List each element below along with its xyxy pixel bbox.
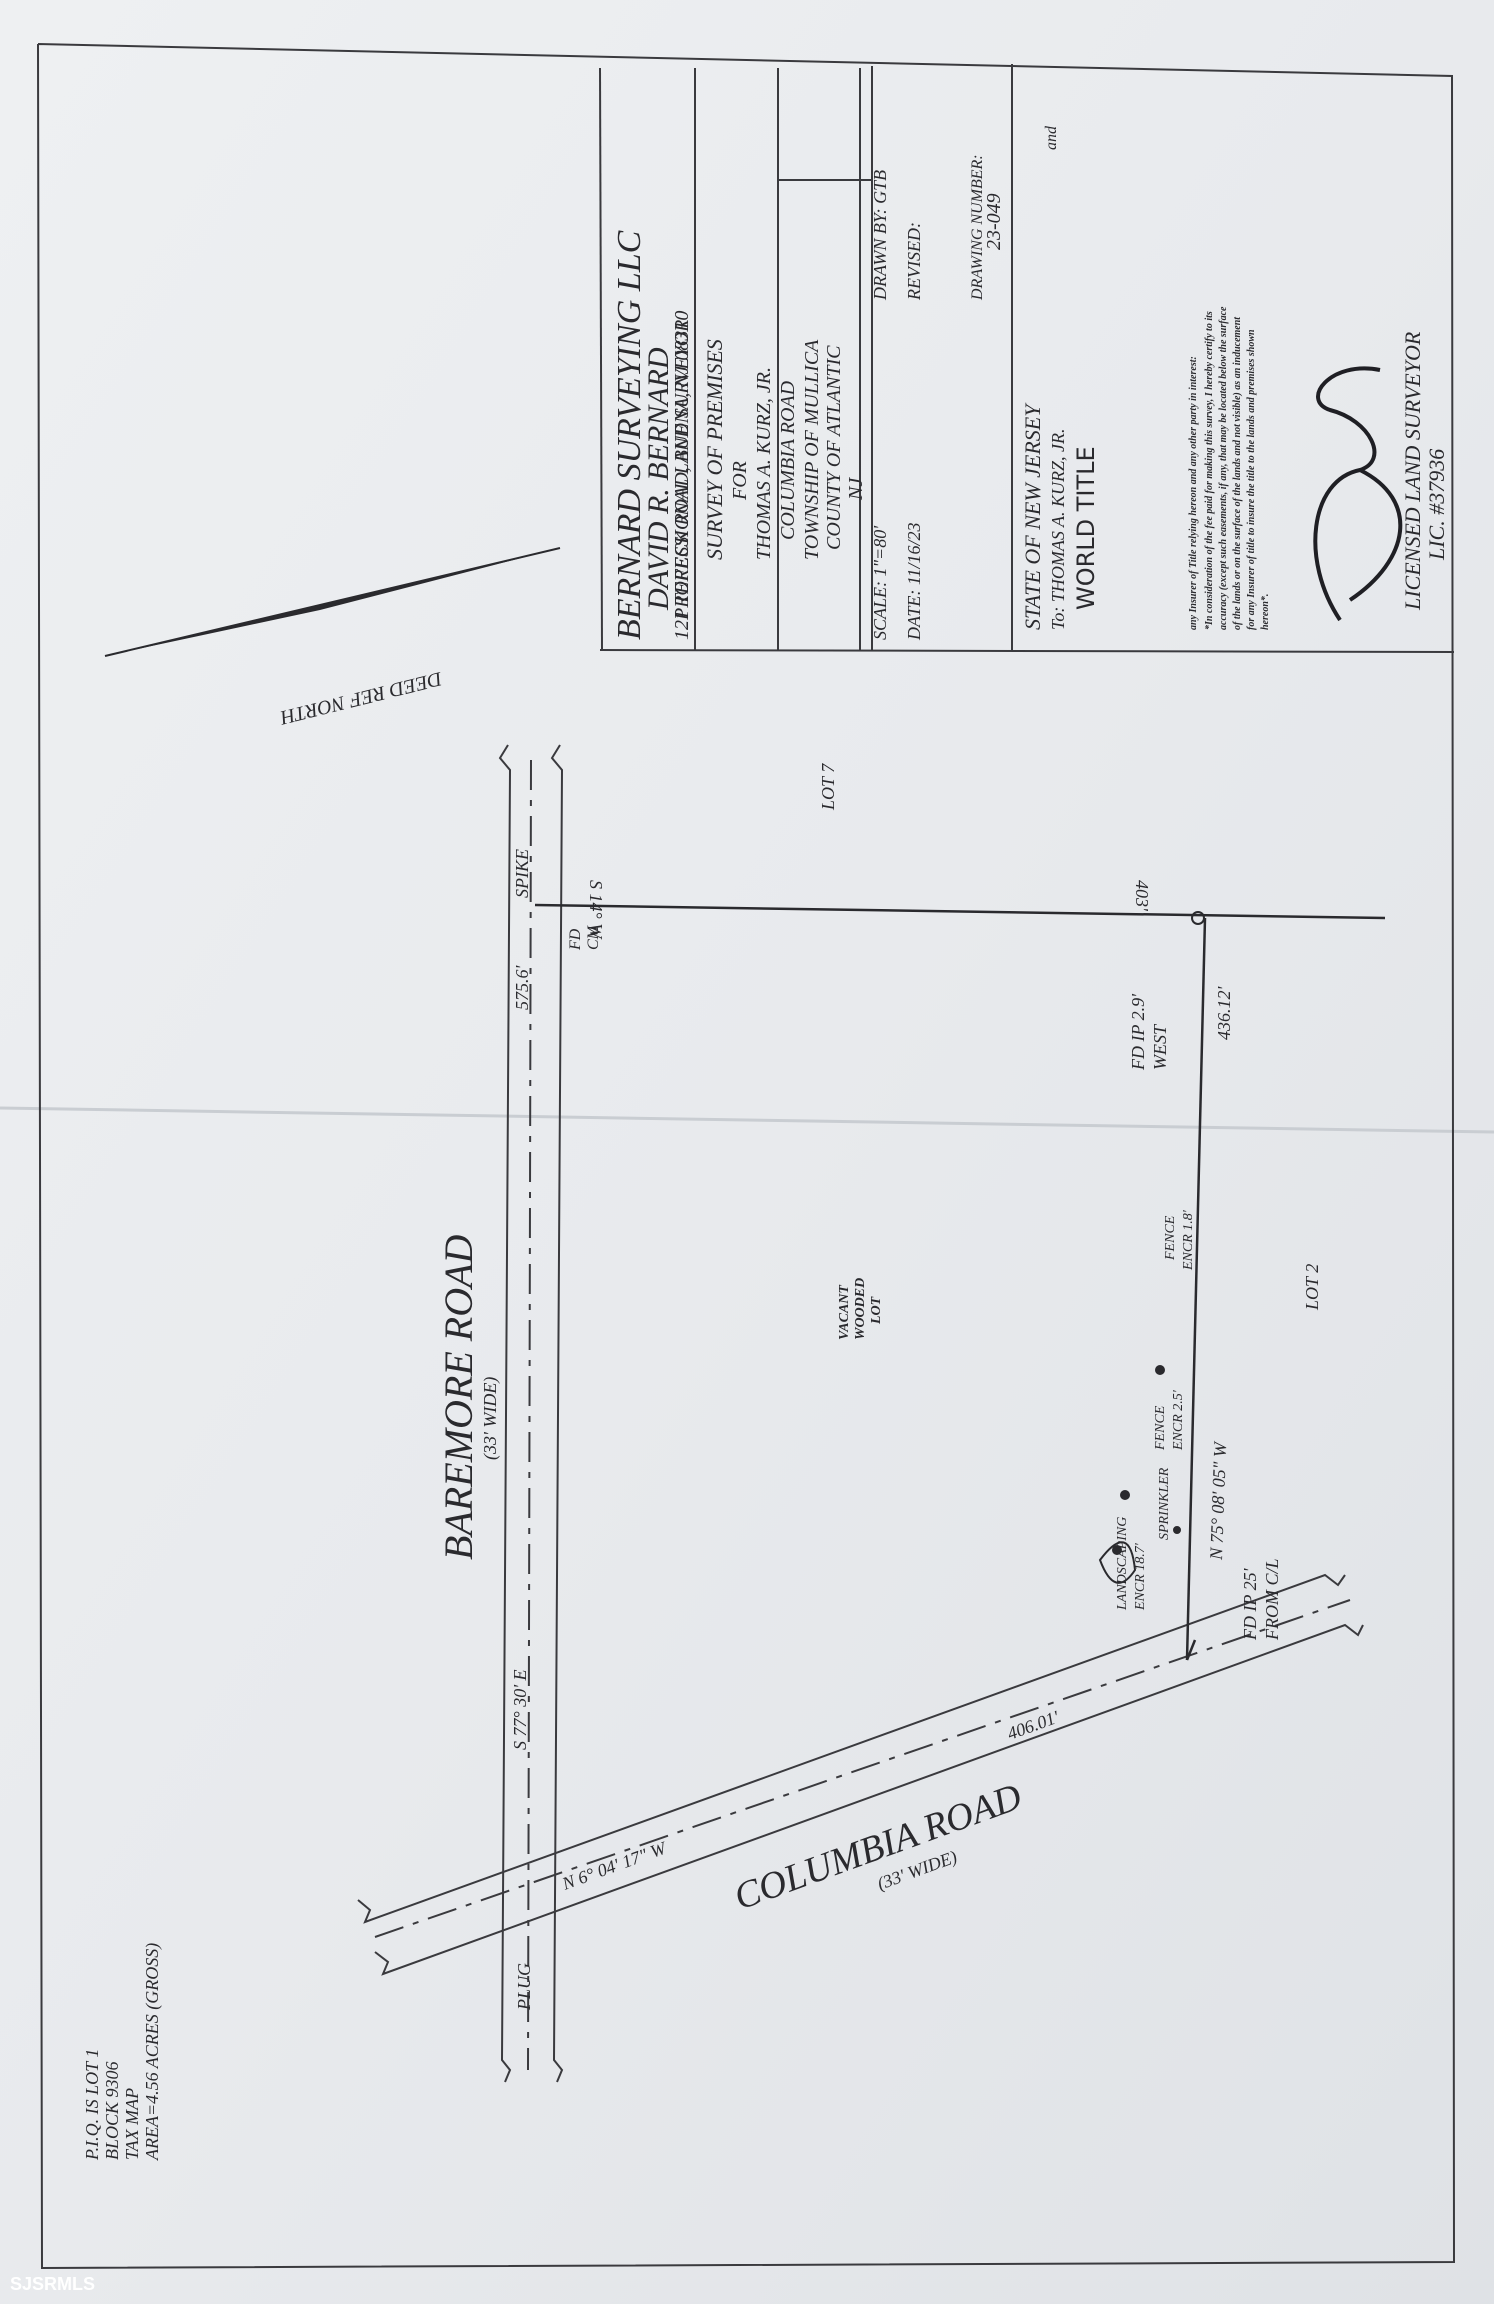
surveyor-title: PROFESSIONAL LAND SURVEYOR (671, 320, 693, 621)
license-number: LIC. #37936 (1424, 449, 1449, 561)
watermark: SJSRMLS (10, 2274, 95, 2294)
fdip-west-label-2: WEST (1150, 1023, 1170, 1070)
svg-text:hereon*.: hereon*. (1260, 594, 1271, 630)
revised-label: REVISED: (904, 222, 924, 301)
fdip-west-label-1: FD IP 2.9' (1128, 993, 1148, 1071)
dist-436-label: 436.12' (1214, 986, 1234, 1041)
drawing-number: 23-049 (983, 193, 1005, 250)
landscaping-label-1: LANDSCAPING (1115, 1517, 1130, 1611)
landscaping-label-2: ENCR 18.7' (1133, 1542, 1148, 1611)
sprinkler-label: SPRINKLER (1157, 1467, 1172, 1540)
dist-403-label: 403' (1132, 880, 1152, 912)
fdip-25-label-1: FD IP 25' (1240, 1567, 1260, 1641)
fdip-25-label-2: FROM C/L (1262, 1558, 1282, 1641)
cert-notes: any Insurer of Title relying hereon and … (1188, 306, 1271, 630)
piq-line-3: TAX MAP (122, 2088, 142, 2160)
surveyor-signature (1313, 366, 1403, 622)
property-lines (534, 903, 1386, 1661)
baremore-road-label: BAREMORE ROAD (436, 1234, 481, 1560)
fence-25-label-1: FENCE (1153, 1405, 1168, 1451)
spike-label: SPIKE (512, 849, 532, 898)
vacant-label-1: VACANT (837, 1284, 852, 1340)
fd-cm-label-2: CM (585, 924, 602, 950)
paper-fold-line (0, 1106, 1494, 1134)
sheet-border (37, 43, 1456, 2270)
svg-text:of the lands or on the surface: of the lands or on the surface of the la… (1232, 316, 1243, 630)
fd-cm-label-1: FD (567, 928, 584, 951)
survey-heading: SURVEY OF PREMISES (702, 339, 727, 560)
svg-text:*In consideration of the fee p: *In consideration of the fee paid for ma… (1204, 311, 1215, 630)
vacant-label-3: LOT (869, 1295, 884, 1325)
licensed-surveyor: LICENSED LAND SURVEYOR (1400, 331, 1425, 611)
dist-575-label: 575.6' (512, 965, 532, 1011)
baremore-road-width: (33' WIDE) (480, 1377, 501, 1460)
cert-and: and (1043, 125, 1060, 150)
survey-state: NJ (845, 477, 867, 501)
svg-text:any Insurer of Title relying h: any Insurer of Title relying hereon and … (1188, 356, 1199, 630)
surveyor-name: DAVID R. BERNARD (642, 347, 675, 611)
survey-county: COUNTY OF ATLANTIC (823, 345, 845, 550)
baremore-road (498, 744, 564, 2083)
svg-text:accuracy (except such easement: accuracy (except such easements, if any,… (1218, 306, 1229, 630)
title-block (599, 64, 1455, 653)
plug-label: PLUG (514, 1963, 534, 2011)
drawing-number-label: DRAWING NUMBER: (969, 154, 986, 301)
bearing-s77: S 77° 30' E (510, 1669, 530, 1750)
scale-label: SCALE: 1"=80' (870, 525, 890, 640)
cert-handwritten: WORLD TITLE (1072, 446, 1100, 610)
survey-road: COLUMBIA ROAD (777, 380, 799, 540)
bearing-n75: N 75° 08' 05" W (1206, 1440, 1230, 1561)
encroachment-markers (1098, 911, 1205, 1584)
north-arrow (104, 547, 561, 657)
surveyor-address: 121 TERECK ROAD, BUENA, NJ 08310 (671, 311, 693, 640)
piq-line-1: P.I.Q. IS LOT 1 (82, 2049, 102, 2161)
svg-text:for any Insurer of title to in: for any Insurer of title to insure the t… (1246, 329, 1257, 630)
date-label: DATE: 11/16/23 (904, 523, 924, 642)
lot-7-label: LOT 7 (818, 763, 838, 811)
bearing-s14w: S 14° W (586, 880, 606, 940)
drawn-by-label: DRAWN BY: GTB (870, 170, 890, 301)
survey-for: FOR (729, 461, 751, 501)
fence-25-label-2: ENCR 2.5' (1171, 1389, 1186, 1451)
survey-township: TOWNSHIP OF MULLICA (801, 339, 823, 560)
fence-18-label-2: ENCR 1.8' (1181, 1209, 1196, 1271)
survey-client: THOMAS A. KURZ, JR. (753, 367, 775, 560)
cert-to: To: THOMAS A. KURZ, JR. (1048, 428, 1068, 630)
piq-line-4: AREA=4.56 ACRES (GROSS) (142, 1943, 163, 2161)
piq-line-2: BLOCK 9306 (102, 2061, 122, 2160)
cert-state: STATE OF NEW JERSEY (1020, 402, 1045, 630)
lot-2-label: LOT 2 (1302, 1264, 1322, 1311)
surveyor-company: BERNARD SURVEYING LLC (611, 230, 648, 640)
vacant-label-2: WOODED (853, 1278, 868, 1340)
fence-18-label-1: FENCE (1163, 1215, 1178, 1261)
